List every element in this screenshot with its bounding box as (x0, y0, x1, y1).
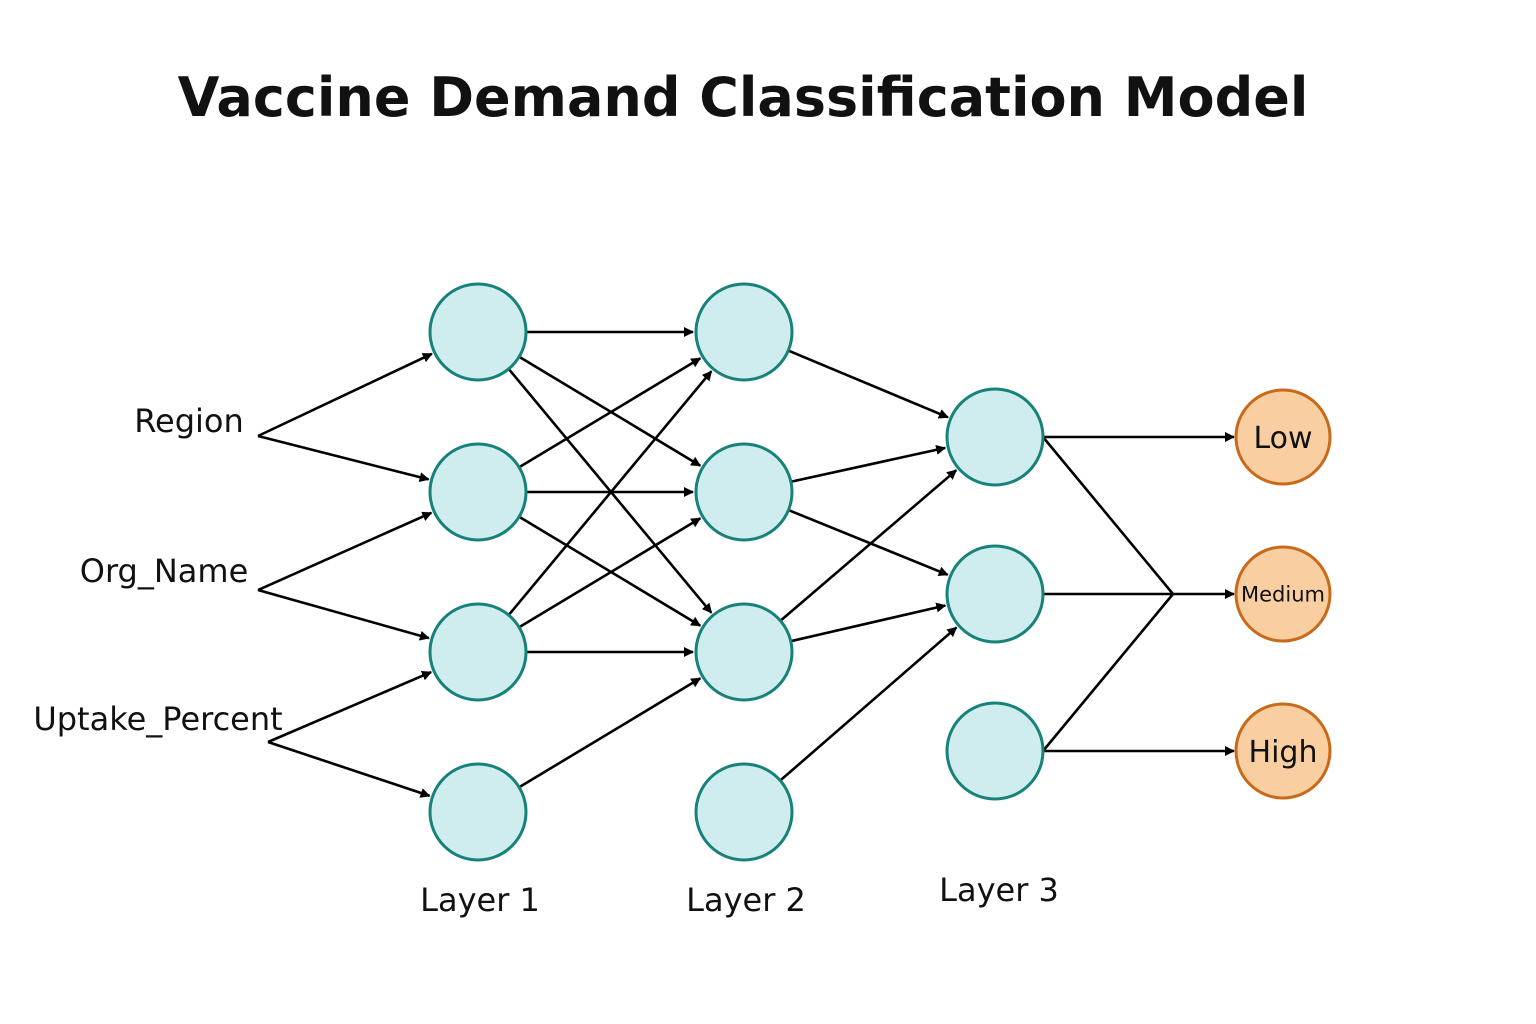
edge-uptake-to-l1-n3 (267, 670, 433, 744)
output-label-medium: Medium (1241, 583, 1325, 607)
layer2-node-2 (694, 442, 794, 542)
input-label-uptake-percent: Uptake_Percent (33, 700, 282, 738)
output-node-low (1234, 388, 1332, 486)
layer3-node-2 (945, 544, 1045, 644)
edge-l1-n2-to-l2-n3 (518, 515, 702, 627)
output-label-high: High (1249, 735, 1318, 770)
input-label-org-name: Org_Name (80, 552, 249, 590)
edge-uptake-to-l1-n4 (267, 740, 431, 798)
connection-edges (257, 327, 1235, 798)
edge-region-to-l1-n1 (257, 352, 433, 438)
diagram-title: Vaccine Demand Classification Model (177, 66, 1309, 129)
edge-l3-n3-merge (1041, 593, 1175, 752)
edge-l3-n1-merge (1041, 436, 1175, 595)
edge-l1-n2-to-l2-n1 (518, 357, 702, 469)
layer1-node-3 (428, 602, 528, 702)
layer3-node-3 (945, 701, 1045, 801)
edge-orgname-to-l1-n2 (257, 511, 433, 592)
layer-label-2: Layer 2 (686, 881, 806, 919)
output-node-medium (1234, 545, 1332, 643)
edge-l2-n3-to-l3-n1 (779, 469, 958, 622)
edge-l2-n2-to-l3-n2 (787, 508, 949, 577)
layer-label-1: Layer 1 (420, 881, 540, 919)
edge-l2-n3-to-l3-n2 (790, 602, 947, 643)
output-label-low: Low (1253, 421, 1312, 456)
edge-l2-n1-to-l3-n1 (787, 349, 949, 419)
edge-l2-n2-to-l3-n1 (790, 444, 947, 483)
edge-region-to-l1-n2 (257, 434, 430, 483)
layer2-node-3 (694, 602, 794, 702)
layer3-node-1 (945, 387, 1045, 487)
layer2-node-1 (694, 282, 794, 382)
edge-l2-n4-to-l3-n2 (779, 626, 958, 782)
layer1-node-1 (428, 282, 528, 382)
layer1-node-2 (428, 442, 528, 542)
edge-l1-n3-to-l2-n2 (518, 517, 702, 629)
layer2-node-4 (694, 762, 794, 862)
layer1-node-4 (428, 762, 528, 862)
layer-label-3: Layer 3 (939, 871, 1059, 909)
edge-orgname-to-l1-n3 (257, 588, 430, 641)
input-label-region: Region (134, 402, 244, 440)
edge-l1-n1-to-l2-n2 (518, 355, 702, 467)
output-node-high (1234, 702, 1332, 800)
edge-l1-n4-to-l2-n3 (518, 677, 702, 789)
edge-l1-n3-to-l2-n1 (507, 370, 713, 616)
